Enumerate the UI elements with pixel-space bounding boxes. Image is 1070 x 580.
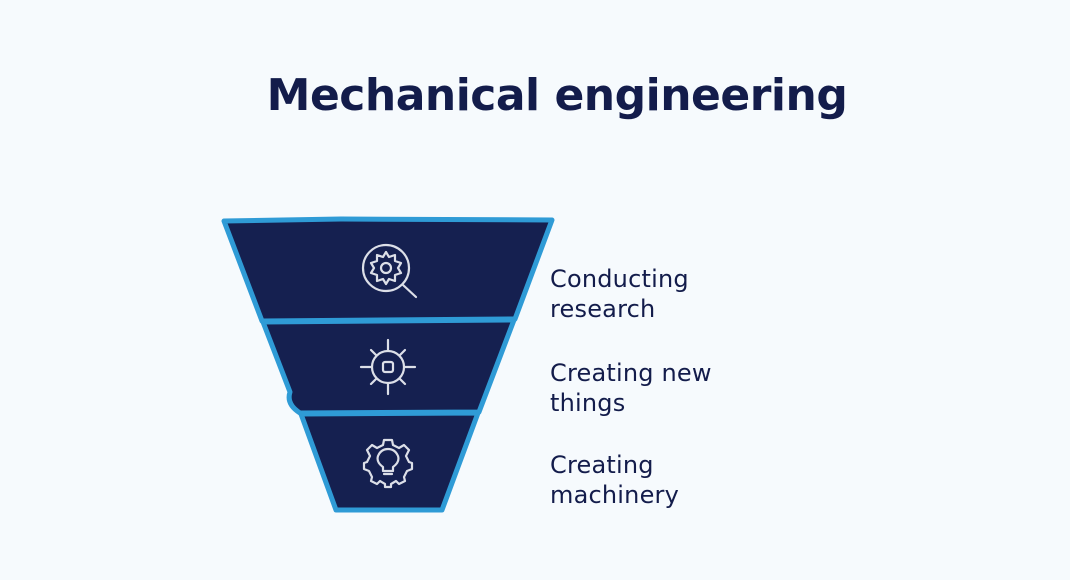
funnel-stage-2 [260, 317, 517, 416]
funnel-stage-1 [221, 216, 555, 324]
diagram-title: Mechanical engineering [266, 70, 848, 121]
stage-3-label: Creating machinery [550, 451, 680, 509]
funnel-stage-1-shape [221, 216, 555, 324]
gear-lightbulb-icon [362, 438, 414, 489]
funnel-stage-3-shape [298, 410, 481, 513]
spiked-gear-icon [359, 338, 417, 396]
funnel-stage-3 [298, 410, 481, 513]
funnel-stage-2-shape [260, 317, 517, 416]
stage-1-label: Conducting research [550, 265, 689, 323]
stage-2-label: Creating new things [550, 359, 712, 417]
gear-magnifier-icon [361, 243, 418, 299]
